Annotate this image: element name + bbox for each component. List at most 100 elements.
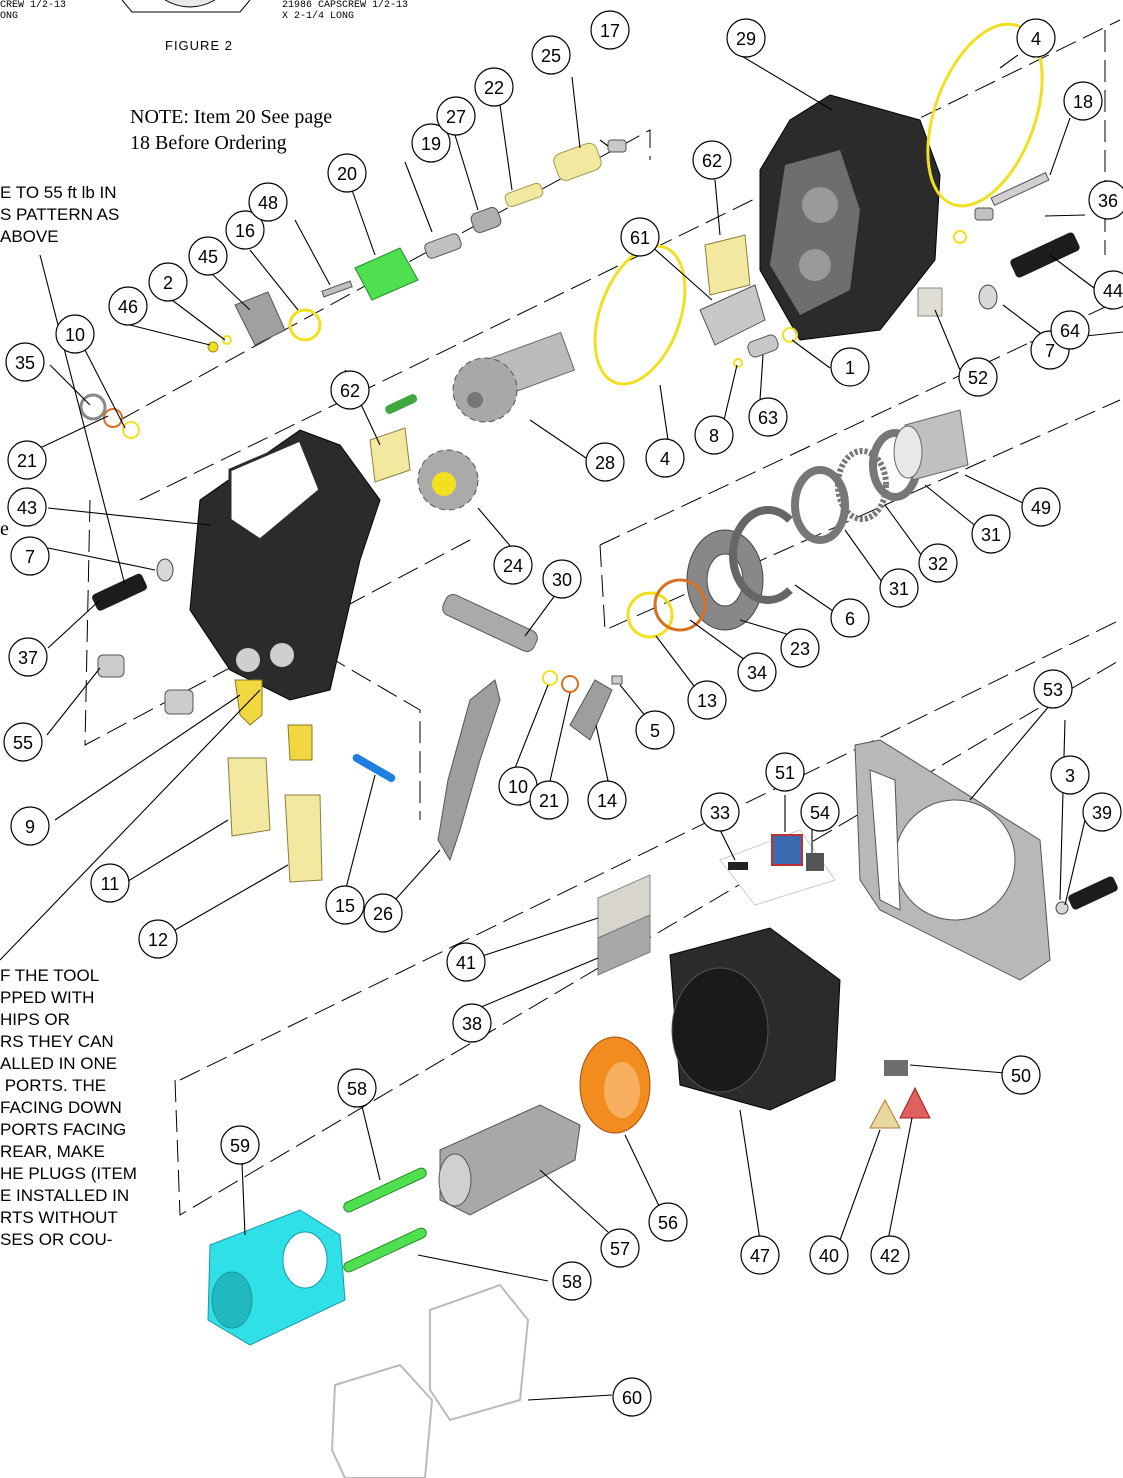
spring-25 <box>553 142 602 181</box>
callout-circle <box>188 236 228 276</box>
callout-circle <box>587 780 627 820</box>
callout-circle <box>726 18 766 58</box>
callout-36: 36 <box>1088 180 1123 220</box>
callout-number: 22 <box>484 78 504 98</box>
callout-number: 51 <box>775 763 795 783</box>
callout-35: 35 <box>5 342 45 382</box>
callout-circle <box>737 652 777 692</box>
callout-circle <box>7 440 47 480</box>
callout-number: 24 <box>503 556 523 576</box>
callout-39: 39 <box>1082 792 1122 832</box>
figure2-fragment <box>121 0 251 13</box>
screw-44 <box>1010 232 1080 278</box>
callout-27: 27 <box>436 96 476 136</box>
callout-circle <box>542 559 582 599</box>
oring-10-left <box>122 421 140 439</box>
port-note-line: ALLED IN ONE <box>0 1054 118 1073</box>
callout-number: 10 <box>65 325 85 345</box>
callout-number: 5 <box>650 721 660 741</box>
callout-circle <box>5 342 45 382</box>
oring-2 <box>222 335 232 345</box>
callout-circle <box>436 96 476 136</box>
leader-lines <box>0 54 1123 1401</box>
callout-circle <box>446 942 486 982</box>
oring-4-top <box>926 22 1044 208</box>
callout-circle <box>108 286 148 326</box>
callout-number: 39 <box>1092 803 1112 823</box>
callout-32: 32 <box>918 543 958 583</box>
callout-number: 18 <box>1073 92 1093 112</box>
callout-28: 28 <box>585 442 625 482</box>
callout-5: 5 <box>635 710 675 750</box>
callout-number: 36 <box>1098 191 1118 211</box>
callout-10: 10 <box>498 766 538 806</box>
callout-circle <box>694 415 734 455</box>
callout-circle <box>1050 755 1090 795</box>
oring-10-mid <box>542 670 558 686</box>
callout-circle <box>1093 270 1123 310</box>
callout-circle <box>648 1202 688 1242</box>
hammer-frame-59 <box>207 1209 346 1346</box>
callout-number: 15 <box>335 896 355 916</box>
callout-53: 53 <box>1033 669 1073 709</box>
callout-4: 4 <box>1016 18 1056 58</box>
callout-12: 12 <box>138 919 178 959</box>
callout-number: 6 <box>845 609 855 629</box>
callout-circle <box>552 1261 592 1301</box>
callout-47: 47 <box>740 1235 780 1275</box>
oring-4-mid <box>593 244 687 386</box>
callout-24: 24 <box>493 545 533 585</box>
gear-shaft-28 <box>452 331 576 423</box>
callout-number: 25 <box>541 46 561 66</box>
decal-54 <box>806 853 824 871</box>
callout-number: 55 <box>13 733 33 753</box>
callout-number: 14 <box>597 791 617 811</box>
callout-57: 57 <box>600 1228 640 1268</box>
callout-30: 30 <box>542 559 582 599</box>
callout-circle <box>90 863 130 903</box>
callout-circle <box>529 780 569 820</box>
callout-11: 11 <box>90 863 130 903</box>
callout-circle <box>590 10 630 50</box>
callout-circle <box>8 637 48 677</box>
callout-circle <box>971 514 1011 554</box>
callout-circle <box>748 397 788 437</box>
callout-circle <box>870 1235 910 1275</box>
callout-circle <box>635 710 675 750</box>
callout-circle <box>493 545 533 585</box>
callout-number: 20 <box>337 164 357 184</box>
port-note-line: E INSTALLED IN <box>0 1186 130 1205</box>
port-note-line: FACING DOWN <box>0 1098 122 1117</box>
seat-27 <box>470 207 502 233</box>
callout-number: 64 <box>1060 321 1080 341</box>
pin-green-small <box>385 394 418 414</box>
callout-circle <box>585 442 625 482</box>
pin-58-bottom <box>343 1227 427 1273</box>
rear-housing-29 <box>759 94 941 341</box>
pin-61 <box>699 284 766 346</box>
callout-number: 42 <box>880 1246 900 1266</box>
fitting-11 <box>227 757 271 837</box>
callout-circle <box>809 1235 849 1275</box>
callout-circle <box>958 357 998 397</box>
washer-7-right <box>978 284 998 310</box>
oring-46 <box>207 341 219 353</box>
callout-29: 29 <box>726 18 766 58</box>
callout-number: 58 <box>347 1079 367 1099</box>
valve-19 <box>424 233 462 259</box>
callout-1: 1 <box>830 347 870 387</box>
callout-number: 38 <box>462 1014 482 1034</box>
callout-7: 7 <box>10 536 50 576</box>
callout-circle <box>1088 180 1123 220</box>
gear-24 <box>417 449 479 511</box>
bushing-62-right <box>704 234 751 296</box>
callout-number: 61 <box>630 228 650 248</box>
oring-1 <box>782 327 798 343</box>
hammer-60-a <box>429 1283 530 1422</box>
callout-number: 59 <box>230 1136 250 1156</box>
callout-25: 25 <box>531 35 571 75</box>
nut-55a <box>97 654 125 678</box>
callout-circle <box>337 1068 377 1108</box>
trigger-26 <box>437 679 501 862</box>
